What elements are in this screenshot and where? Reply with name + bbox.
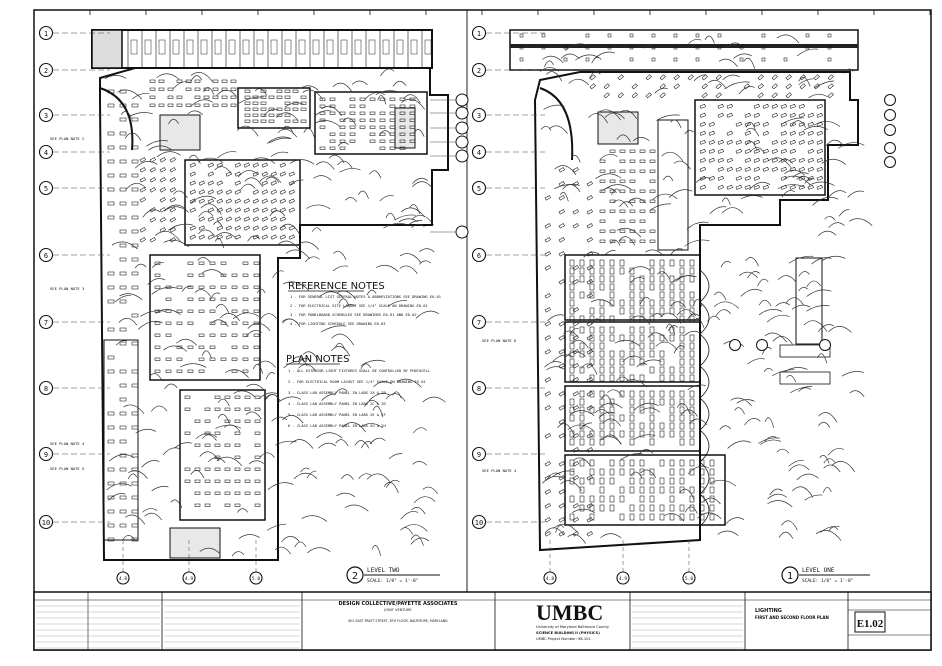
grid-bubble-label: 5 xyxy=(477,185,481,193)
top-ruler xyxy=(33,10,931,15)
see-plan-note-label: SEE PLAN NOTE 3 xyxy=(50,286,84,291)
plan-notes: PLAN NOTES 1 - ALL EXTERIOR LIGHT FIXTUR… xyxy=(286,354,431,428)
plan-note-item: 2 - FOR ELECTRICAL ROOM LAYOUT SEE 1/4" … xyxy=(288,380,426,384)
architect-address: 601 EAST PRATT STREET, 6TH FLOOR, BALTIM… xyxy=(348,619,448,623)
grid-bubble-label: 3 xyxy=(477,112,481,120)
level-one-name: LEVEL ONE xyxy=(802,567,835,574)
level-two-number: 2 xyxy=(352,571,358,582)
grid-bubble-label: 6 xyxy=(44,252,48,260)
see-plan-note-label: SEE PLAN NOTE 5 xyxy=(50,466,84,471)
client-project-number: UMBC Project Number: 98-101 xyxy=(536,637,591,641)
client-project-name: SCIENCE BUILDING II (PHYSICS) xyxy=(536,631,600,635)
grid-bubble-label: 1 xyxy=(44,30,48,38)
plan-note-item: 6 - CLASS LAB ASSEMBLY PANEL IN LABS 2G … xyxy=(288,424,386,428)
column-bubble-label: 5.0 xyxy=(685,576,693,582)
level-two-plan: 1 2 3 4 5 6 7 8 9 10 4.8 4.9 5.0 SEE PLAN NOTE 2 SEE P… xyxy=(38,25,469,585)
grid-bubble-label: 9 xyxy=(477,451,481,459)
reference-note-item: 4 - FOR LIGHTING SCHEDULE SEE DRAWING E6… xyxy=(290,322,385,326)
umbc-logo: UMBC xyxy=(536,600,603,625)
level-two-title: 2 LEVEL TWO SCALE: 1/8" = 1'-0" xyxy=(346,566,440,584)
reference-notes-title: REFERENCE NOTES xyxy=(288,281,385,292)
plan-note-item: 4 - CLASS LAB ASSEMBLY PANEL IN LABS 2C … xyxy=(288,402,386,406)
grid-bubble-label: 4 xyxy=(44,149,48,157)
grid-bubble-label: 2 xyxy=(44,67,48,75)
plan-note-item: 1 - ALL EXTERIOR LIGHT FIXTURES SHALL BE… xyxy=(288,369,431,373)
grid-bubble-label: 8 xyxy=(477,385,481,393)
sheet-number: E1.02 xyxy=(857,618,884,630)
grid-bubble-label: 2 xyxy=(477,67,481,75)
level-one-number: 1 xyxy=(787,571,793,582)
plan-note-item: 5 - CLASS LAB ASSEMBLY PANEL IN LABS 2E … xyxy=(288,413,386,417)
plan-notes-title: PLAN NOTES xyxy=(286,354,349,365)
grid-bubble-label: 1 xyxy=(477,30,481,38)
level-one-title: 1 LEVEL ONE SCALE: 1/8" = 1'-0" xyxy=(781,566,870,584)
drawing-title-1: LIGHTING xyxy=(755,608,782,614)
grid-bubble-label: 7 xyxy=(477,319,481,327)
reference-note-item: 3 - FOR PANELBOARD SCHEDULES SEE DRAWING… xyxy=(290,313,417,317)
grid-bubble-label: 3 xyxy=(44,112,48,120)
plan-note-item: 3 - CLASS LAB ASSEMBLY PANEL IN LABS 2A … xyxy=(288,391,386,395)
drawing-title-2: FIRST AND SECOND FLOOR PLAN xyxy=(755,615,829,620)
grid-bubble-label: 10 xyxy=(42,519,50,527)
level-two-name: LEVEL TWO xyxy=(367,567,400,574)
column-bubble-label: 5.0 xyxy=(252,576,260,582)
grid-bubble-label: 6 xyxy=(477,252,481,260)
level-one-scale: SCALE: 1/8" = 1'-0" xyxy=(802,578,853,584)
title-block: DESIGN COLLECTIVE/PAYETTE ASSOCIATES JOI… xyxy=(33,591,932,651)
see-plan-note-label: SEE PLAN NOTE 6 xyxy=(482,338,517,343)
level-two-scale: SCALE: 1/8" = 1'-0" xyxy=(367,578,418,584)
column-bubble-label: 4.9 xyxy=(185,576,193,582)
column-bubble-label: 4.9 xyxy=(619,576,627,582)
reference-note-item: 1 - FOR GENERAL LIST GENERAL NOTES & ABB… xyxy=(290,295,441,299)
client-university: University of Maryland Baltimore County xyxy=(536,625,610,629)
reference-note-item: 2 - FOR ELECTRICAL SITE LAYOUT SEE 1/4" … xyxy=(290,304,428,308)
grid-bubble-label: 4 xyxy=(477,149,481,157)
grid-bubble-label: 10 xyxy=(475,519,483,527)
column-bubble-label: 4.8 xyxy=(119,576,127,582)
column-bubble-label: 4.8 xyxy=(546,576,554,582)
grid-bubble-label: 9 xyxy=(44,451,48,459)
architect-name: DESIGN COLLECTIVE/PAYETTE ASSOCIATES xyxy=(338,601,457,607)
see-plan-note-label: SEE PLAN NOTE 4 xyxy=(50,441,85,446)
grid-bubble-label: 5 xyxy=(44,185,48,193)
see-plan-note-label: SEE PLAN NOTE 4 xyxy=(482,468,517,473)
grid-bubble-label: 7 xyxy=(44,319,48,327)
see-plan-note-label: SEE PLAN NOTE 2 xyxy=(50,136,84,141)
grid-bubble-label: 8 xyxy=(44,385,48,393)
level-one-plan: 1 2 3 4 5 6 7 8 9 10 4.8 4.9 5.0 SEE PLAN NOTE 6 SEE P… xyxy=(471,25,896,585)
reference-notes: REFERENCE NOTES 1 - FOR GENERAL LIST GEN… xyxy=(288,281,441,326)
architect-joint-venture: JOINT VENTURE xyxy=(383,608,411,612)
